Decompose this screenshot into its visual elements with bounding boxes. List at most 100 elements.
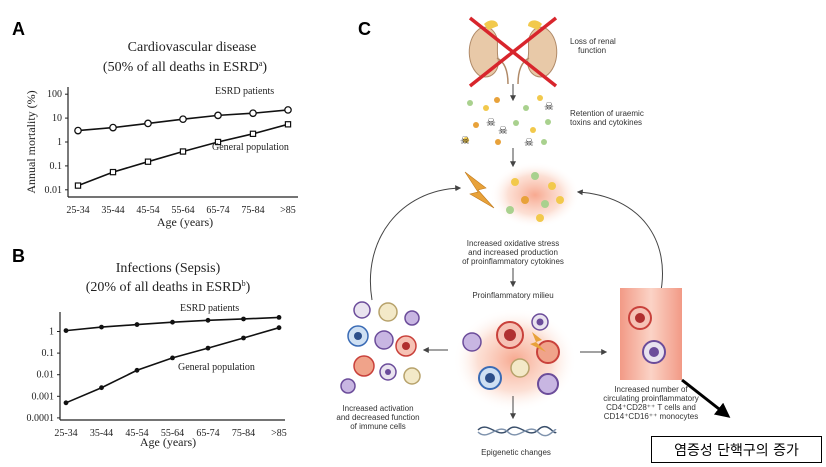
number-label-2: circulating proinflammatory [603, 394, 699, 403]
y-tick-label: 1 [49, 327, 54, 338]
chart-b-series-label-general: General population [178, 362, 255, 373]
oxidative-label-2: and increased production [468, 248, 558, 257]
skull-icon: ☠ [544, 100, 554, 113]
arrow-feedback-left [370, 185, 462, 301]
number-label-1: Increased number of [614, 385, 688, 394]
retention-label-2: toxins and cytokines [570, 118, 642, 127]
data-point-circle [179, 115, 187, 124]
skull-icon: ☠ [498, 124, 508, 137]
y-tick-label: 1 [57, 137, 62, 148]
y-tick-label: 100 [47, 89, 62, 100]
korean-annotation-text: 염증성 단핵구의 증가 [674, 442, 799, 459]
number-label-4: CD14⁺CD16⁺⁺ monocytes [604, 412, 698, 421]
data-point-dot [205, 317, 211, 323]
y-tick-label: 10 [52, 113, 62, 124]
x-tick-label: 75-84 [232, 428, 255, 439]
x-tick-label: 55-64 [171, 205, 194, 216]
y-tick-label: 0.01 [37, 370, 55, 381]
milieu-cells [453, 308, 577, 412]
data-point-circle [249, 109, 257, 118]
panel-letter-c: C [358, 19, 371, 39]
lightning-icon [464, 171, 495, 209]
chart-b-subtitle: (20% of all deaths in ESRDb) [86, 279, 251, 295]
x-tick-label: 25-34 [66, 205, 89, 216]
data-point-dot [276, 325, 282, 331]
retention-label-1: Retention of uraemic [570, 109, 644, 118]
data-point-dot [170, 355, 175, 361]
data-point-dot [134, 322, 140, 327]
chart-a-title: Cardiovascular disease [128, 40, 257, 55]
chart-a: Cardiovascular disease (50% of all death… [24, 40, 298, 229]
chart-b-subtitle-main: (20% of all deaths in ESRD [86, 280, 242, 295]
data-point-dot [63, 328, 69, 334]
cross-line-2 [468, 16, 558, 88]
series-line-1 [77, 123, 289, 187]
data-point-square [214, 138, 222, 146]
data-point-dot [241, 316, 246, 322]
data-point-square [144, 158, 152, 165]
data-point-dot [99, 385, 104, 391]
x-tick-label: 75-84 [241, 205, 264, 216]
chart-b-xlabel: Age (years) [140, 435, 196, 449]
loss-renal-label-2: function [578, 46, 606, 55]
y-tick-label: 0.0001 [27, 413, 55, 424]
chart-a-series-label-esrd: ESRD patients [215, 86, 274, 97]
kidney-illustration [468, 16, 558, 88]
x-tick-label: 35-44 [90, 428, 113, 439]
korean-annotation-box: 염증성 단핵구의 증가 [651, 436, 822, 463]
data-point-circle [284, 106, 292, 114]
data-point-dot [170, 319, 175, 325]
oxidative-label-1: Increased oxidative stress [467, 239, 560, 248]
chart-b-title: Infections (Sepsis) [116, 261, 221, 276]
x-tick-label: 55-64 [161, 428, 184, 439]
data-point-square [74, 182, 82, 189]
oxidative-stress-illustration [464, 162, 580, 228]
arrow-feedback-right [576, 189, 663, 297]
chart-a-xlabel: Age (years) [157, 215, 213, 229]
activation-label-2: and decreased function [336, 413, 419, 422]
data-point-circle [144, 119, 152, 128]
x-tick-label: 25-34 [54, 428, 77, 439]
dna-helix-icon [477, 425, 557, 437]
chart-a-series-label-general: General population [212, 142, 289, 153]
skull-icon: ☠ [524, 136, 534, 149]
vessel-illustration [620, 288, 682, 380]
data-point-dot [276, 314, 282, 320]
x-tick-label: 65-74 [196, 428, 219, 439]
data-point-circle [109, 123, 117, 132]
data-point-dot [134, 367, 140, 373]
data-point-square [284, 121, 292, 128]
chart-a-ylabel: Annual mortality (%) [24, 90, 38, 193]
data-point-dot [99, 324, 104, 330]
panel-letter-b: B [12, 246, 25, 266]
y-tick-label: 0.1 [50, 161, 63, 172]
oxidative-label-3: of proinflammatory cytokines [462, 257, 564, 266]
loss-renal-label: Loss of renal [570, 37, 616, 46]
x-tick-label: 45-54 [125, 428, 148, 439]
x-tick-label: >85 [280, 205, 296, 216]
chart-b-series-label-esrd: ESRD patients [180, 303, 239, 314]
chart-b: Infections (Sepsis) (20% of all deaths i… [27, 261, 287, 449]
data-point-square [109, 168, 117, 176]
data-point-dot [63, 400, 69, 406]
y-tick-label: 0.01 [45, 185, 63, 196]
skull-icon: ☠ [486, 116, 496, 129]
x-tick-label: 45-54 [136, 205, 159, 216]
chart-a-subtitle-main: (50% of all deaths in ESRD [103, 60, 259, 75]
immune-cells-cluster [340, 301, 421, 394]
number-label-3: CD4⁺CD28⁺⁺ T cells and [606, 403, 696, 412]
y-tick-label: 0.1 [42, 348, 55, 359]
diagram-c: Loss of renal function ☠ ☠ ☠ ☠ ☠ Retenti… [336, 16, 731, 457]
x-tick-label: 35-44 [101, 205, 124, 216]
epigenetic-label: Epigenetic changes [481, 448, 551, 457]
chart-a-subtitle: (50% of all deaths in ESRDa) [103, 59, 267, 75]
activation-label-3: of immune cells [350, 422, 406, 431]
x-tick-label: >85 [271, 428, 287, 439]
data-point-square [249, 130, 257, 138]
panel-letter-a: A [12, 19, 25, 39]
chart-a-subtitle-sup: a [259, 59, 263, 68]
data-point-dot [205, 345, 211, 351]
y-tick-label: 0.001 [32, 391, 55, 402]
x-tick-label: 65-74 [206, 205, 229, 216]
